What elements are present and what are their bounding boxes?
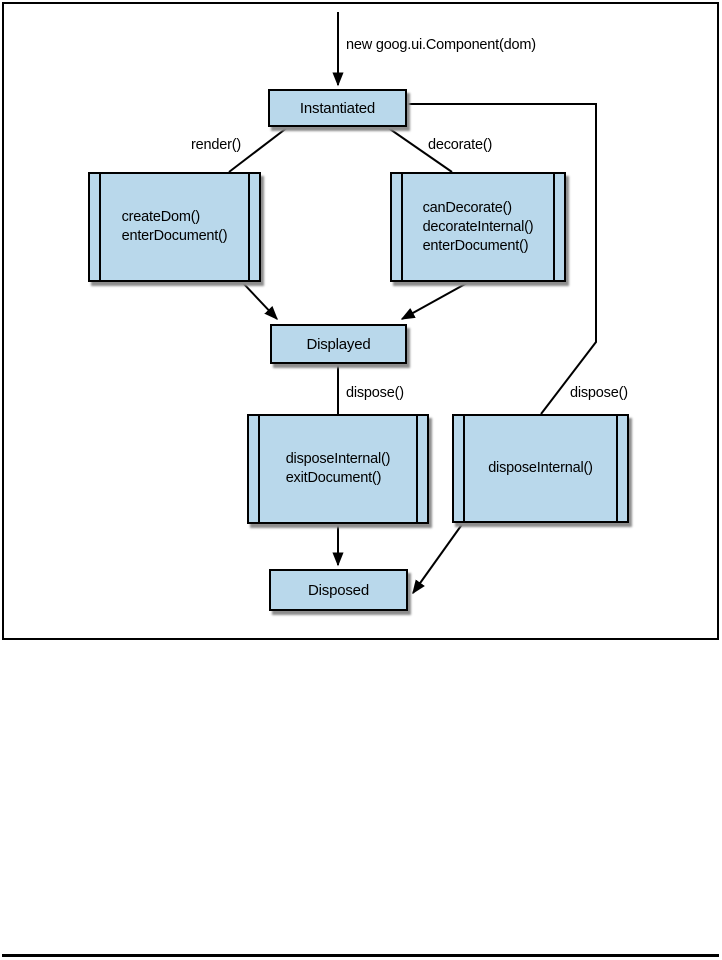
edge-render-to-displayed-arrow xyxy=(242,282,278,321)
process-dispose-from-instantiated: disposeInternal() xyxy=(452,414,629,523)
process-side-bar xyxy=(401,174,403,280)
process-side-bar xyxy=(99,174,101,280)
process-side-bar xyxy=(463,416,465,521)
process-decorate: canDecorate() decorateInternal() enterDo… xyxy=(390,172,566,282)
process-side-bar xyxy=(416,416,418,522)
edge-render xyxy=(228,126,289,173)
constructor-call-label: new goog.ui.Component(dom) xyxy=(346,37,536,53)
state-instantiated-label: Instantiated xyxy=(299,99,376,117)
edge-decorate-to-displayed-arrow xyxy=(400,282,468,320)
process-line: enterDocument() xyxy=(422,237,529,254)
process-side-bar xyxy=(553,174,555,280)
process-line: exitDocument() xyxy=(285,470,382,486)
decorate-edge-label: decorate() xyxy=(428,137,493,153)
render-edge-label: render() xyxy=(191,137,241,153)
state-displayed: Displayed xyxy=(270,324,407,364)
edge-dispose2-to-disposed-arrow xyxy=(412,522,464,595)
process-render: createDom() enterDocument() xyxy=(88,172,261,282)
process-dispose-from-displayed: disposeInternal() exitDocument() xyxy=(247,414,429,524)
process-side-bar xyxy=(616,416,618,521)
edge-instantiated-dispose xyxy=(407,103,597,415)
footer-rule xyxy=(2,954,719,957)
process-line: disposeInternal() xyxy=(488,460,593,476)
process-side-bar xyxy=(258,416,260,522)
process-side-bar xyxy=(248,174,250,280)
process-line: decorateInternal() xyxy=(422,218,534,235)
state-disposed: Disposed xyxy=(269,569,408,611)
process-line: enterDocument() xyxy=(121,228,228,244)
dispose-left-edge-label: dispose() xyxy=(346,385,404,401)
process-line: disposeInternal() xyxy=(285,451,391,467)
state-instantiated: Instantiated xyxy=(268,89,407,127)
state-disposed-label: Disposed xyxy=(308,581,369,599)
process-line: createDom() xyxy=(121,209,201,225)
dispose-right-edge-label: dispose() xyxy=(570,385,628,401)
edge-decorate xyxy=(386,126,453,173)
state-displayed-label: Displayed xyxy=(306,335,371,353)
process-line: canDecorate() xyxy=(422,199,512,216)
